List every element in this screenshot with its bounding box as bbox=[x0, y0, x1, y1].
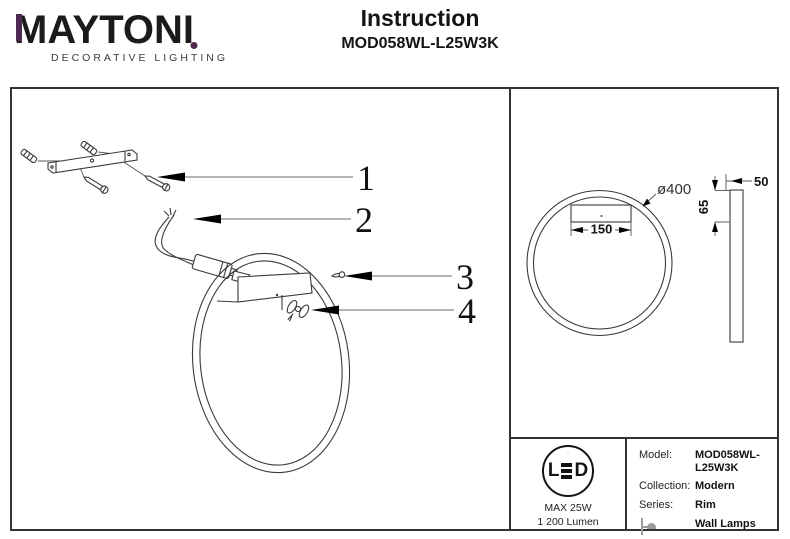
spec-value: Rim bbox=[695, 498, 716, 511]
lumen-value: 1 200 Lumen bbox=[537, 516, 599, 528]
horizontal-divider bbox=[511, 437, 777, 439]
spec-value: Wall Lamps bbox=[695, 517, 756, 530]
callout-3: 3 bbox=[344, 257, 474, 297]
led-letter-l: L bbox=[547, 460, 560, 481]
mounting-bracket-group bbox=[20, 140, 171, 194]
callout-4: 4 bbox=[311, 291, 476, 331]
wall-anchor-icon bbox=[20, 148, 38, 164]
brand-tagline: DECORATIVE LIGHTING bbox=[51, 52, 228, 64]
front-view: 150 ø400 bbox=[526, 181, 691, 337]
side-view: 50 65 bbox=[696, 174, 768, 343]
dim-65: 65 bbox=[696, 200, 711, 214]
dimension-drawing: 150 ø400 50 bbox=[526, 174, 768, 343]
cable-connector bbox=[191, 253, 238, 279]
brand-purple-stroke bbox=[16, 14, 22, 41]
spec-label: Collection: bbox=[639, 480, 691, 493]
led-letter-d: D bbox=[574, 460, 589, 481]
callout-2: 2 bbox=[193, 200, 373, 240]
wall-anchor-icon bbox=[80, 140, 98, 156]
led-letter-e bbox=[561, 463, 573, 479]
spec-label: Series: bbox=[639, 498, 674, 511]
dim-50: 50 bbox=[754, 174, 768, 189]
callout-number: 3 bbox=[456, 257, 474, 297]
wall-lamp-icon bbox=[639, 517, 657, 536]
brand-text: MAYTONI bbox=[14, 8, 195, 52]
spec-row-model: Model: MOD058WL-L25W3K bbox=[639, 449, 773, 474]
drawing-frame: 1 2 3 4 bbox=[10, 87, 779, 535]
vertical-divider bbox=[509, 89, 511, 529]
cable-frayed-end bbox=[163, 207, 177, 217]
assembly-diagram: 1 2 3 4 bbox=[20, 140, 476, 474]
wing-screw-icon bbox=[286, 299, 310, 322]
lamp-ring bbox=[191, 252, 351, 474]
spec-row-series: Series: Rim bbox=[639, 499, 773, 512]
model-number: MOD058WL-L25W3K bbox=[341, 35, 499, 52]
spec-value: Modern bbox=[695, 480, 735, 493]
spec-row-collection: Collection: Modern bbox=[639, 480, 773, 493]
right-panel: 150 ø400 50 bbox=[511, 89, 777, 535]
spec-table: Model: MOD058WL-L25W3K Collection: Moder… bbox=[627, 439, 777, 535]
screw-icon bbox=[82, 176, 109, 194]
spec-label: Model: bbox=[639, 449, 673, 461]
brand-i-dot-icon bbox=[190, 42, 198, 49]
dim-150: 150 bbox=[591, 222, 613, 237]
spec-value: MOD058WL-L25W3K bbox=[695, 449, 760, 474]
title-block: Instruction MOD058WL-L25W3K bbox=[295, 5, 545, 53]
max-power: MAX 25W bbox=[544, 502, 592, 514]
brand-wordmark: MAYTONI bbox=[14, 8, 230, 52]
callout-number: 2 bbox=[355, 200, 373, 240]
callout-1: 1 bbox=[157, 158, 375, 198]
dim-diameter: ø400 bbox=[657, 181, 691, 198]
spec-row-type: Wall Lamps bbox=[639, 517, 773, 539]
page-title: Instruction bbox=[360, 5, 480, 31]
screw-icon bbox=[143, 175, 171, 192]
callout-number: 4 bbox=[458, 291, 476, 331]
callout-number: 1 bbox=[357, 158, 375, 198]
ring-mounting-plate bbox=[216, 272, 313, 310]
maytoni-logo: MAYTONI DECORATIVE LIGHTING bbox=[14, 8, 230, 64]
fixing-screw-icon bbox=[330, 271, 346, 278]
